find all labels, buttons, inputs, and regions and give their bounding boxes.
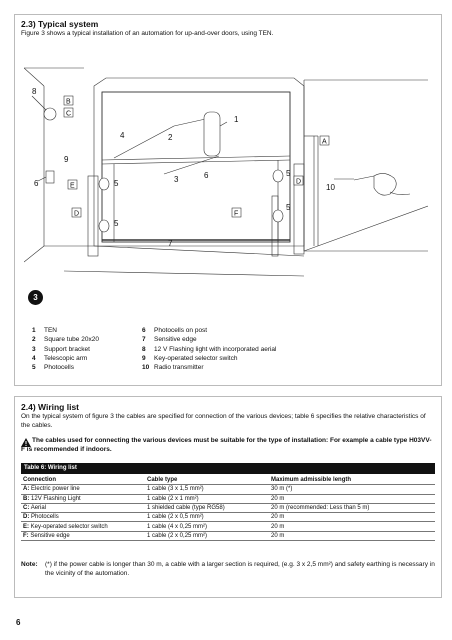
svg-text:2: 2 [168,133,173,142]
svg-text:5: 5 [114,219,119,228]
warning-text: The cables used for connecting the vario… [21,437,432,453]
svg-text:A: A [322,139,327,146]
svg-text:10: 10 [326,183,335,192]
wiring-list-section: 2.4) Wiring list On the typical system o… [14,396,442,598]
table-caption: Table 6: Wiring list [21,463,435,474]
table-row: B: 12V Flashing Light 1 cable (2 x 1 mm²… [21,494,435,504]
page-number: 6 [16,618,21,627]
section-heading-typical-system: 2.3) Typical system [21,19,99,29]
table-row: D: Photocells 1 cable (2 x 0,5 mm²)20 m [21,512,435,523]
svg-text:B: B [66,99,71,106]
wiring-table: Connection Cable type Maximum admissible… [21,476,435,542]
table-row: E: Key-operated selector switch 1 cable … [21,521,435,532]
note-text: (*) if the power cable is longer than 30… [45,561,435,577]
table-row: F: Sensitive edge 1 cable (2 x 0,25 mm²)… [21,531,435,542]
callout-number: 8 [32,87,37,96]
svg-text:9: 9 [64,155,69,164]
svg-text:5: 5 [114,179,119,188]
svg-text:7: 7 [168,239,173,248]
column-header: Maximum admissible length [269,476,435,486]
installation-figure: 8 B C 1 4 2 A 9 6 E 5 3 6 5 D 10 D 5 F 5… [24,67,428,277]
svg-text:D: D [74,211,79,218]
warning-triangle-icon [21,438,31,447]
svg-text:5: 5 [286,203,291,212]
column-header: Cable type [145,476,269,486]
table-row: A: Electric power line 1 cable (3 x 1,5 … [21,484,435,495]
svg-text:D: D [296,179,301,186]
note-label: Note: [21,561,38,568]
wiring-intro: On the typical system of figure 3 the ca… [21,413,426,429]
svg-text:1: 1 [234,115,239,124]
svg-text:3: 3 [174,175,179,184]
svg-text:6: 6 [34,179,39,188]
section-intro: Figure 3 shows a typical installation of… [21,30,274,37]
svg-text:C: C [66,111,71,118]
section-heading-wiring-list: 2.4) Wiring list [21,402,80,412]
svg-text:5: 5 [286,169,291,178]
svg-text:F: F [234,211,238,218]
figure-number-badge: 3 [28,290,43,305]
table-row: C: Aerial 1 shielded cable (type RG58)20… [21,503,435,514]
note-block: Note: (*) if the power cable is longer t… [21,561,435,578]
svg-text:6: 6 [204,171,209,180]
column-header: Connection [21,476,145,486]
wiring-table-block: Table 6: Wiring list Connection Cable ty… [21,463,435,542]
warning-block: The cables used for connecting the vario… [21,437,435,454]
figure-callouts: 8 B C 1 4 2 A 9 6 E 5 3 6 5 D 10 D 5 F 5… [32,87,335,248]
typical-system-section: 2.3) Typical system Figure 3 shows a typ… [14,14,442,386]
svg-text:E: E [70,183,75,190]
svg-text:4: 4 [120,131,125,140]
